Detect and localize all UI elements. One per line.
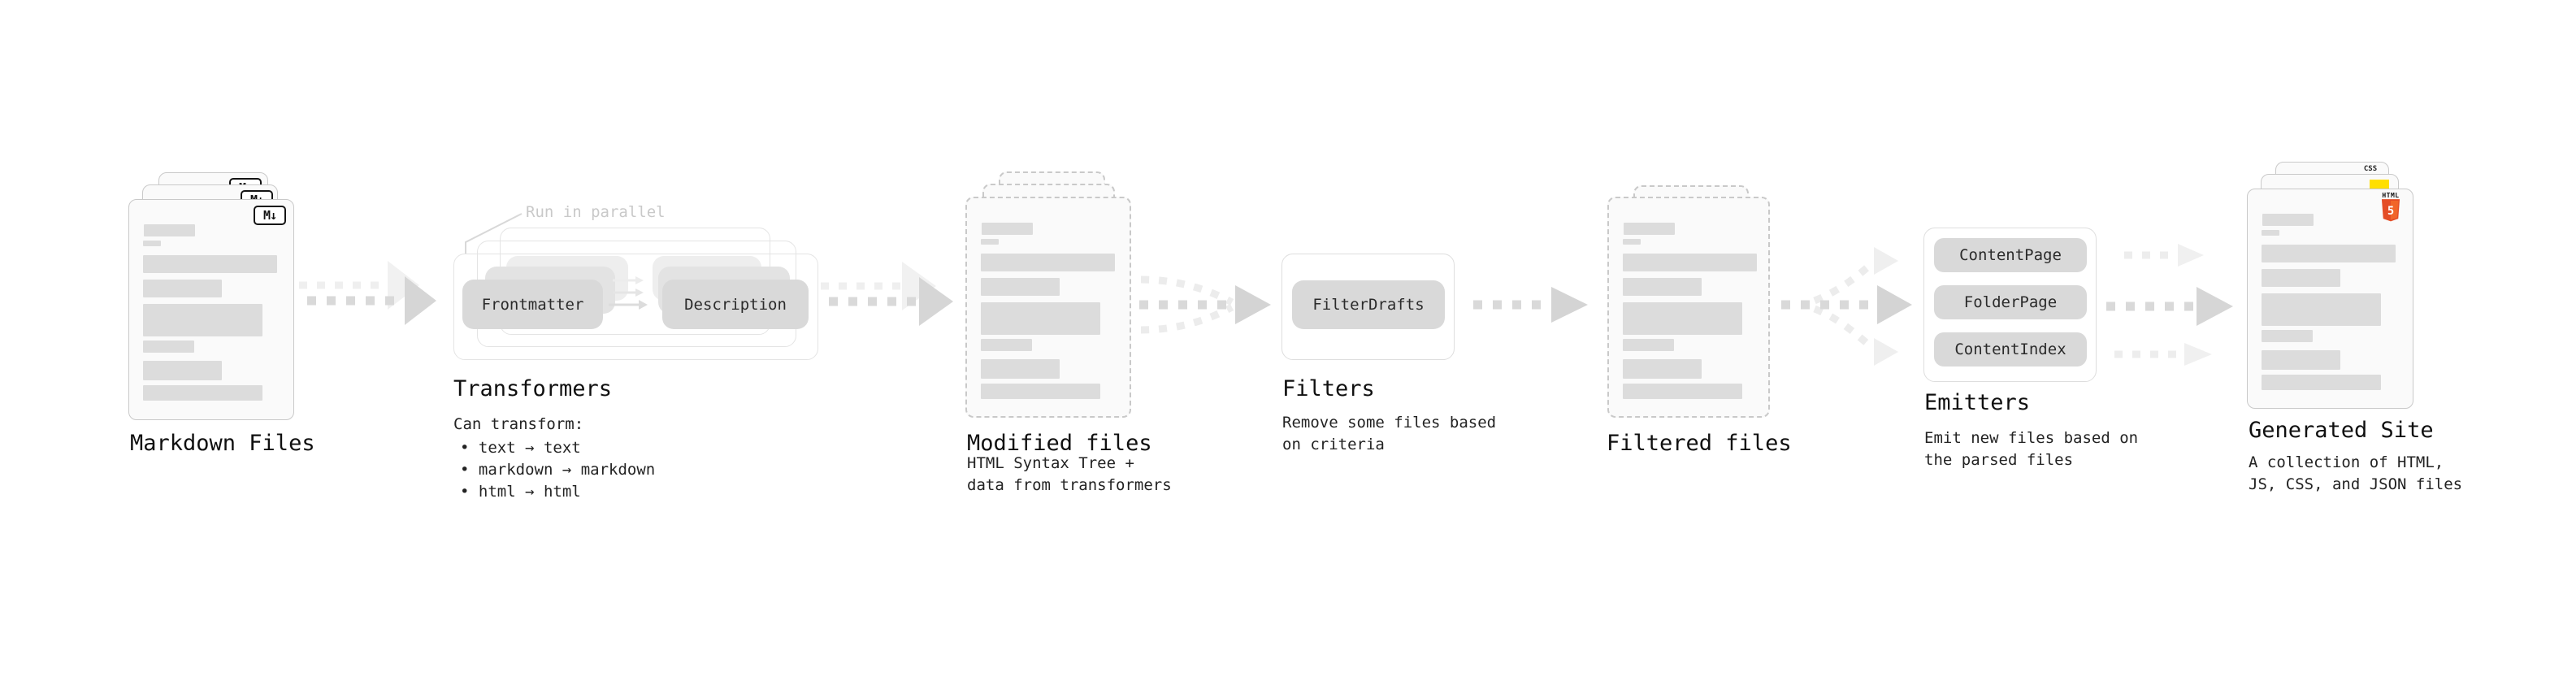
text-placeholder-bar (143, 361, 222, 380)
text-placeholder-bar (1623, 359, 1702, 379)
text-placeholder-bar (982, 223, 1033, 235)
run-in-parallel-annotation: Run in parallel (526, 203, 666, 221)
text-placeholder-bar (1623, 339, 1674, 351)
markdown-file-card-front (128, 199, 294, 420)
text-placeholder-bar (143, 340, 194, 353)
text-placeholder-bar (981, 384, 1100, 399)
arrow-markdown-to-transformers (299, 261, 436, 325)
text-placeholder-bar (144, 224, 195, 236)
markdown-icon: M↓ (254, 206, 286, 225)
description-pill: Description (662, 280, 809, 329)
modified-files-caption: HTML Syntax Tree + data from transformer… (967, 454, 1172, 494)
section-title-filtered-files: Filtered files (1607, 431, 1792, 456)
frontmatter-pill: Frontmatter (462, 280, 603, 329)
text-placeholder-bar (143, 255, 277, 273)
arrow-transformers-to-modified (821, 262, 953, 326)
section-title-markdown-files: Markdown Files (130, 431, 315, 456)
text-placeholder-bar (2262, 245, 2396, 262)
arrow-filters-to-filtered (1473, 287, 1588, 323)
text-placeholder-bar (1623, 239, 1641, 245)
html5-file-icon: HTML 5 (2379, 192, 2402, 222)
parallel-arrows-icon (609, 276, 648, 310)
contentpage-pill: ContentPage (1934, 238, 2087, 272)
text-placeholder-bar (2262, 293, 2381, 326)
text-placeholder-bar (1623, 302, 1742, 335)
text-placeholder-bar (143, 304, 262, 336)
text-placeholder-bar (981, 278, 1060, 296)
text-placeholder-bar (143, 241, 161, 246)
arrow-emitters-to-generated-bottom (2114, 343, 2212, 366)
text-placeholder-bar (981, 359, 1060, 379)
svg-text:5: 5 (2387, 205, 2394, 218)
html5-shield-icon: 5 (2381, 199, 2400, 222)
transformers-bullet: • markdown → markdown (460, 461, 656, 479)
text-placeholder-bar (2262, 330, 2313, 342)
annotation-leader-line (465, 213, 523, 254)
filtered-file-card-front (1607, 197, 1770, 418)
folderpage-pill: FolderPage (1934, 285, 2087, 319)
html5-badge-label: HTML (2382, 192, 2400, 199)
text-placeholder-bar (2262, 375, 2381, 390)
text-placeholder-bar (2262, 350, 2340, 370)
transformers-caption-heading: Can transform: (453, 415, 584, 433)
transformers-bullet: • text → text (460, 439, 581, 457)
text-placeholder-bar (981, 254, 1115, 271)
arrow-modified-to-filters (1139, 275, 1271, 334)
filterdrafts-pill: FilterDrafts (1292, 280, 1445, 329)
section-title-emitters: Emitters (1924, 390, 2031, 415)
generated-file-card-front (2247, 189, 2413, 409)
section-title-modified-files: Modified files (967, 431, 1152, 456)
text-placeholder-bar (1623, 384, 1742, 399)
text-placeholder-bar (143, 280, 222, 297)
section-title-generated-site: Generated Site (2249, 418, 2434, 443)
text-placeholder-bar (2262, 269, 2340, 287)
arrow-filtered-to-emitters (1781, 247, 1912, 366)
text-placeholder-bar (2262, 230, 2279, 236)
section-title-filters: Filters (1282, 376, 1375, 401)
text-placeholder-bar (1623, 278, 1702, 296)
arrow-emitters-to-generated-top (2124, 244, 2204, 267)
text-placeholder-bar (981, 339, 1032, 351)
text-placeholder-bar (143, 385, 262, 401)
filters-caption: Remove some files based on criteria (1282, 414, 1497, 453)
modified-file-card-front (965, 197, 1131, 418)
css-badge-label: CSS (2363, 165, 2378, 173)
text-placeholder-bar (1624, 223, 1675, 235)
contentindex-pill: ContentIndex (1934, 332, 2087, 367)
arrow-emitters-to-generated-middle (2106, 287, 2233, 326)
transformers-bullet: • html → html (460, 483, 581, 501)
text-placeholder-bar (2262, 214, 2314, 226)
text-placeholder-bar (981, 302, 1100, 335)
text-placeholder-bar (981, 239, 999, 245)
emitters-caption: Emit new files based on the parsed files (1924, 429, 2139, 469)
transformer-stack-front (453, 254, 818, 360)
text-placeholder-bar (1623, 254, 1757, 271)
section-title-transformers: Transformers (453, 376, 613, 401)
generated-site-caption: A collection of HTML, JS, CSS, and JSON … (2249, 453, 2463, 493)
